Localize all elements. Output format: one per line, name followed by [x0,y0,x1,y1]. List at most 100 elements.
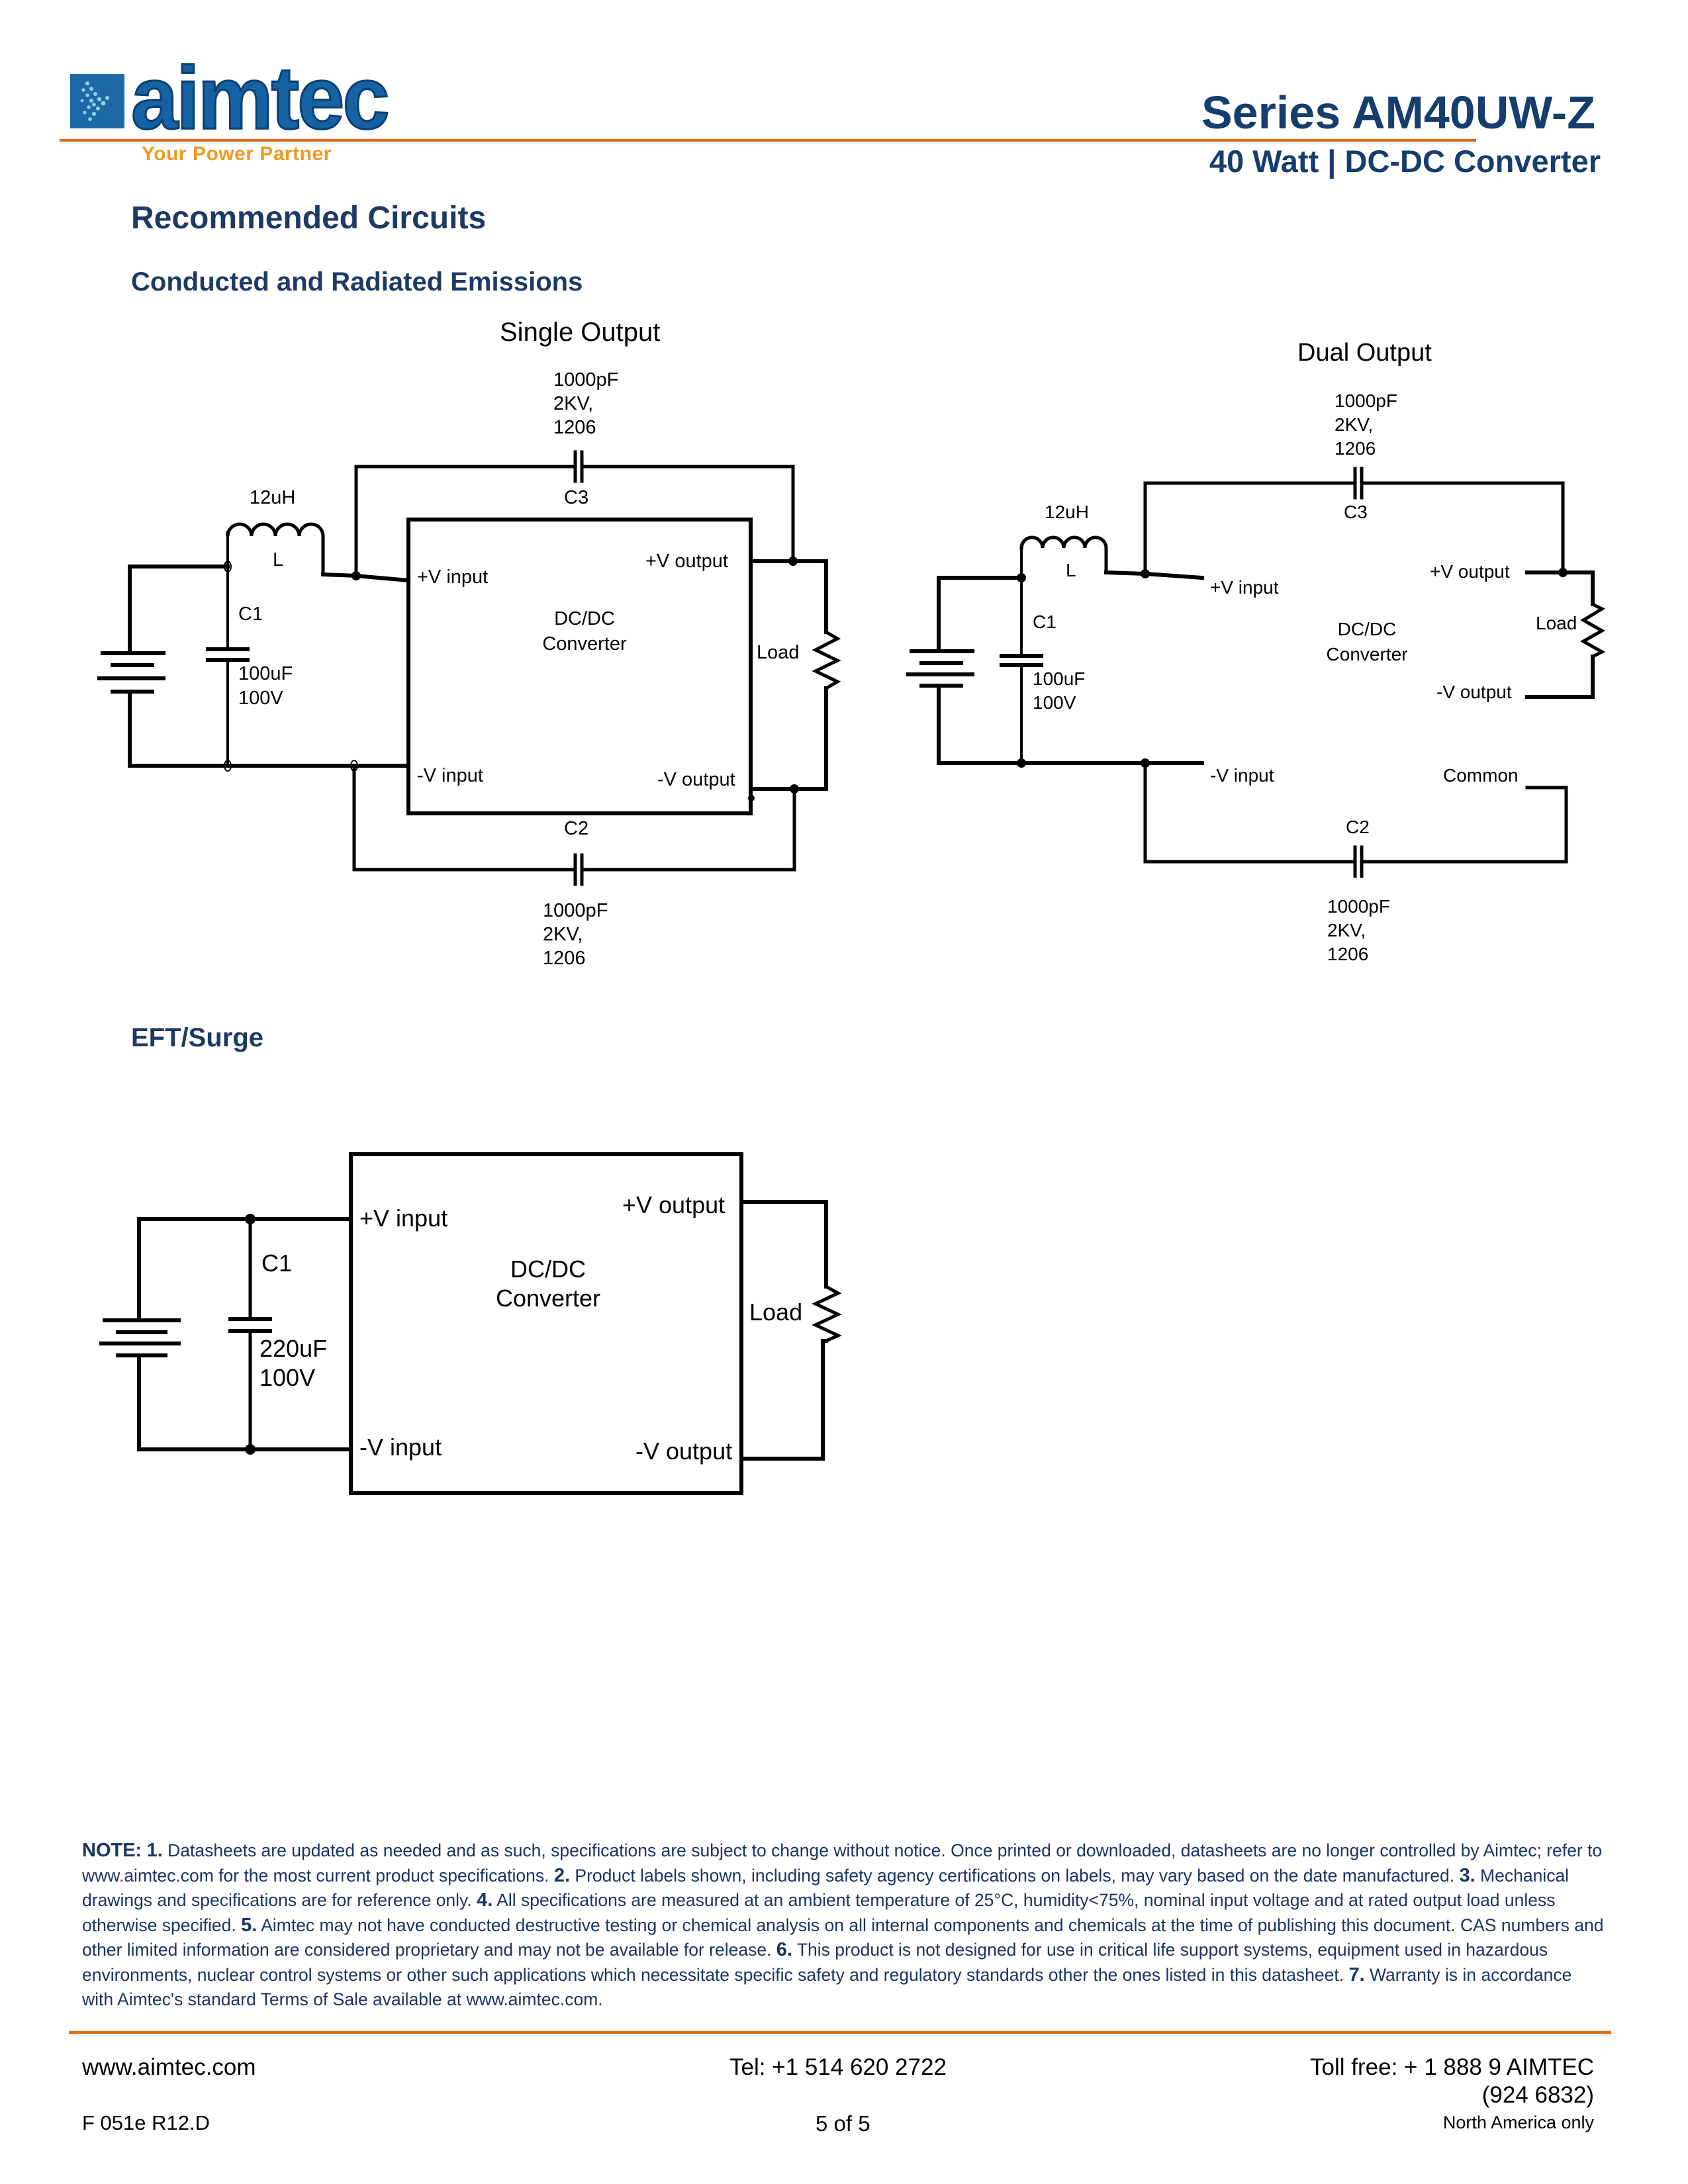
series-title: Series AM40UW-Z [1201,87,1595,138]
dual-junction-dot [1017,573,1026,582]
eft-converter-line1: DC/DC [510,1255,586,1283]
dual-c3-package: 1206 [1335,438,1376,459]
single-pin-vout-pos: +V output [645,551,728,572]
dual-c3-value: 1000pF [1335,390,1397,411]
dual-load-label: Load [1536,613,1577,633]
single-c3-label: C3 [564,487,589,508]
single-c3-rating: 2KV, [553,393,594,414]
note-text: Warranty is in accordance with Aimtec's … [82,1964,1572,2010]
eft-pin-vin-pos: +V input [359,1205,448,1232]
dual-c2-label: C2 [1346,817,1370,837]
single-pin-vin-pos: +V input [417,567,489,588]
dual-c2-specs: 1000pF 2KV, 1206 [1327,895,1390,966]
single-c2-label: C2 [564,818,589,839]
dual-c3-symbol [1353,467,1364,500]
single-converter-line2: Converter [542,633,627,655]
single-junction-dot [790,784,799,794]
single-output-circuit [97,450,841,886]
single-c2-specs: 1000pF 2KV, 1206 [543,899,608,970]
logo-tagline: Your Power Partner [142,143,332,165]
eft-c1-specs: 220uF 100V [259,1334,327,1392]
product-subtitle: 40 Watt | DC-DC Converter [1209,144,1601,179]
footer-doc-code: F 051e R12.D [82,2111,210,2134]
note-number: 6. [776,1939,792,1960]
single-load-label: Load [757,642,800,663]
dual-pin-vin-neg: -V input [1210,765,1274,786]
single-junction-dot [352,571,361,580]
header-divider-shadow [60,142,1476,144]
single-c2-capacitor-icon [573,853,584,886]
eft-c1-label: C1 [261,1250,293,1277]
note-text: Product labels shown, including safety a… [570,1865,1455,1886]
dual-load-resistor-symbol [1579,602,1606,659]
single-c1-rating: 100V [238,688,283,709]
footer-website-link[interactable]: www.aimtec.com [82,2054,256,2080]
eft-surge-heading: EFT/Surge [131,1023,264,1052]
single-junction-dot [748,795,755,801]
single-c3-specs: 1000pF 2KV, 1206 [553,368,618,439]
eft-converter-label: DC/DC Converter [489,1255,608,1313]
footer-divider [69,2031,1611,2034]
eft-c1-value: 220uF [259,1335,328,1362]
dual-converter-line1: DC/DC [1337,619,1397,639]
footer-page-number: 5 of 5 [816,2111,870,2136]
eft-load-label: Load [749,1298,803,1326]
eft-pin-vout-pos: +V output [622,1191,726,1218]
dual-c3-rating: 2KV, [1335,414,1374,435]
note-text: Datasheets are updated as needed and as … [82,1841,1603,1886]
single-output-title: Single Output [500,318,661,347]
note-number: 2. [553,1864,571,1886]
single-inductor-icon [226,522,325,576]
dual-c3-specs: 1000pF 2KV, 1206 [1335,389,1397,461]
dual-output-title: Dual Output [1297,339,1432,367]
single-load-resistor-icon [812,629,841,691]
dual-c2-value: 1000pF [1327,896,1390,917]
eft-battery-icon [99,1217,181,1451]
dual-junction-dot [1141,758,1150,768]
eft-converter-line2: Converter [495,1285,601,1312]
dual-inductor-label: L [1066,560,1076,580]
header-divider [60,139,1476,142]
eft-c1-capacitor-icon [228,1317,272,1333]
section-title: Recommended Circuits [131,201,487,236]
note-text: All specifications are measured at an am… [82,1890,1556,1935]
note-text: Mechanical drawings and specifications a… [82,1865,1570,1911]
dual-converter-line2: Converter [1326,644,1408,664]
dual-junction-dot [1141,569,1150,578]
single-c3-value: 1000pF [553,369,619,390]
dual-battery-symbol [906,576,974,765]
dual-pin-vout-pos: +V output [1430,561,1510,582]
dual-pin-vin-pos: +V input [1210,577,1279,598]
logo-icon [70,74,124,128]
dual-c2-rating: 2KV, [1327,920,1366,940]
dual-pin-common: Common [1443,765,1519,786]
single-open-junction [224,760,232,772]
dual-inductor-symbol [1019,535,1108,574]
dual-junction-dot [1558,568,1568,577]
dual-c1-rating: 100V [1033,692,1076,713]
dual-pin-vout-neg: -V output [1436,682,1512,702]
note-number: 5. [241,1914,258,1936]
single-converter-box [406,518,753,815]
note-number: 3. [1459,1864,1476,1886]
eft-c1-rating: 100V [259,1364,316,1391]
eft-junction-dot [245,1444,256,1455]
dual-c3-label: C3 [1344,502,1368,522]
dual-c2-symbol [1353,845,1364,878]
dual-converter-label: DC/DC Converter [1317,617,1417,667]
note-text: Aimtec may not have conducted destructiv… [82,1915,1604,1960]
footer-tel: Tel: +1 514 620 2722 [729,2054,947,2080]
notes-block: NOTE: 1. Datasheets are updated as neede… [82,1839,1605,2013]
single-c1-value: 100uF [238,663,293,684]
footer-toll-free: Toll free: + 1 888 9 AIMTEC [1310,2054,1594,2080]
notes-items: 1. Datasheets are updated as needed and … [82,1840,1604,2010]
footer-region: North America only [1442,2113,1594,2132]
note-number: 7. [1348,1964,1365,1985]
single-battery-icon [97,565,165,768]
notes-prefix: NOTE: [82,1840,142,1861]
logo-wordmark: aimtec [130,48,391,148]
dual-junction-dot [1017,758,1026,768]
single-c1-specs: 100uF 100V [238,662,293,711]
